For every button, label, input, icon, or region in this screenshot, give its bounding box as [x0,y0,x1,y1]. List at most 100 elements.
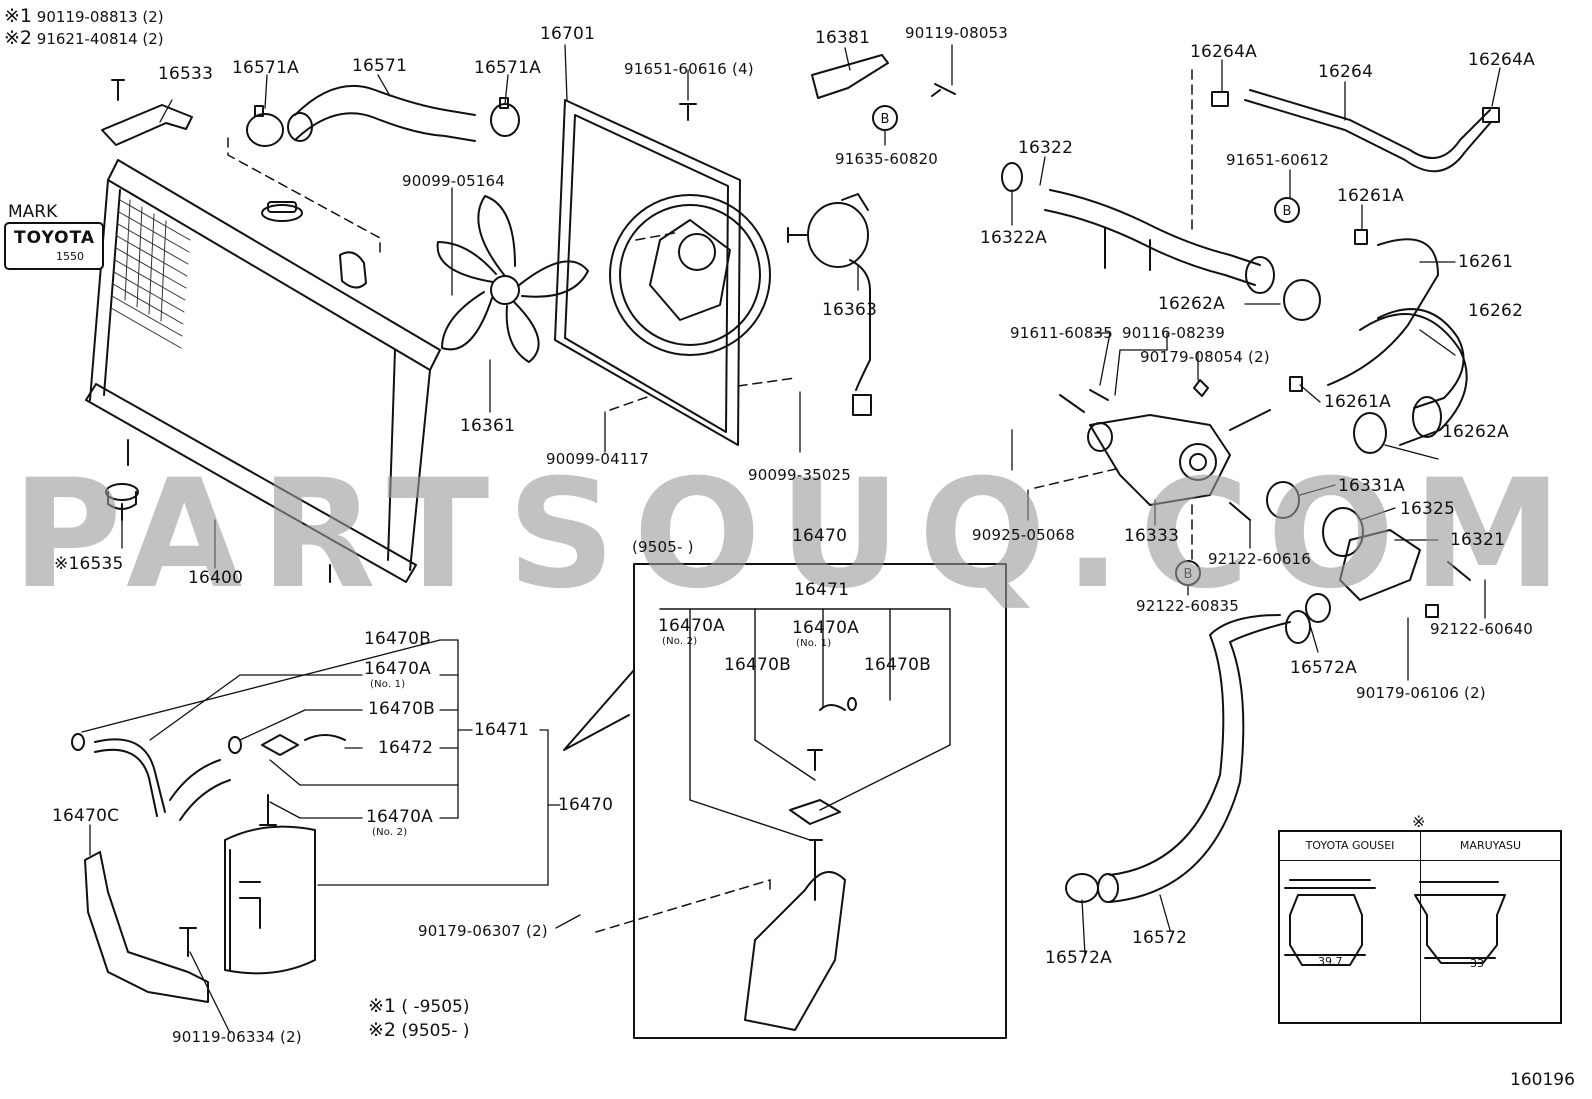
mark-code: 1550 [56,250,84,263]
note-mark: ※1 [4,5,33,27]
part-16470B-1[interactable]: 16470B [364,629,431,649]
part-16535[interactable]: ※16535 [54,554,124,574]
part-92122-60835[interactable]: 92122-60835 [1136,597,1240,615]
part-16470[interactable]: 16470 [558,795,614,815]
part-16572A-top[interactable]: 16572A [1290,658,1357,678]
part-16572A-bottom[interactable]: 16572A [1045,948,1112,968]
part-90116-08239[interactable]: 90116-08239 [1122,324,1226,342]
note-mark: ※1 [368,995,397,1017]
inset-title: 16470 [792,526,848,546]
part-91651-60616[interactable]: 91651-60616 (4) [624,60,754,78]
part-16400[interactable]: 16400 [188,568,244,588]
part-90925-05068[interactable]: 90925-05068 [972,526,1076,544]
legend-divider [1420,860,1421,1022]
part-16471-inset[interactable]: 16471 [794,580,850,600]
part-16471[interactable]: 16471 [474,720,530,740]
legend-col2-header: MARUYASU [1421,832,1560,861]
legend-mark: ※ [1412,812,1426,831]
inset-frame [633,563,1007,1039]
header-note-2: ※2 91621-40814 (2) [4,26,164,51]
note-text: 91621-40814 (2) [36,30,164,48]
header-note-1: ※1 90119-08813 (2) [4,4,164,29]
part-16262A-bottom[interactable]: 16262A [1442,422,1509,442]
part-90099-04117[interactable]: 90099-04117 [546,450,650,468]
part-16470A-2[interactable]: 16470A [366,807,433,827]
radiator-inlet-hose-drawing [1283,229,1468,454]
note-text: ( -9505) [401,997,470,1017]
part-16264A-left[interactable]: 16264A [1190,42,1257,62]
part-16701[interactable]: 16701 [540,24,596,44]
part-16333[interactable]: 16333 [1124,526,1180,546]
leader-lines [81,44,1501,1034]
part-16261A-bottom[interactable]: 16261A [1324,392,1391,412]
radiator-bracket-drawing [101,79,193,146]
part-16262A-top[interactable]: 16262A [1158,294,1225,314]
part-16264A-right[interactable]: 16264A [1468,50,1535,70]
bolt-mark-b1: B [881,112,890,127]
inset-period: (9505- ) [632,538,694,556]
part-16361[interactable]: 16361 [460,416,516,436]
part-16470A-inset-left-sub: (No. 2) [662,636,698,647]
inset-tank-drawing [744,697,857,1031]
part-16470B-2[interactable]: 16470B [368,699,435,719]
part-16261A-top[interactable]: 16261A [1337,186,1404,206]
part-91651-60612[interactable]: 91651-60612 [1226,151,1330,169]
part-16470A-inset-left[interactable]: 16470A [658,616,725,636]
part-90119-06334[interactable]: 90119-06334 (2) [172,1028,302,1046]
bolt-mark-b2: B [1283,204,1292,219]
fan-blade-drawing [436,195,589,363]
part-16470A-inset-right[interactable]: 16470A [792,618,859,638]
part-16331A[interactable]: 16331A [1338,476,1405,496]
water-outlet-housing-drawing [1059,379,1271,506]
note-mark: ※2 [368,1019,397,1041]
part-16571A-right[interactable]: 16571A [474,58,541,78]
part-16381[interactable]: 16381 [815,28,871,48]
part-16470B-inset-left[interactable]: 16470B [724,655,791,675]
part-90099-35025[interactable]: 90099-35025 [748,466,852,484]
radiator-drawing [85,159,441,583]
part-90179-06106[interactable]: 90179-06106 (2) [1356,684,1486,702]
part-16363[interactable]: 16363 [822,300,878,320]
tank-bracket-drawing [84,851,209,1003]
bypass-hose-drawing [1211,89,1500,173]
part-91611-60835[interactable]: 91611-60835 [1010,324,1114,342]
part-90179-06307[interactable]: 90179-06307 (2) [418,922,548,940]
part-16533[interactable]: 16533 [158,64,214,84]
part-90179-08054[interactable]: 90179-08054 (2) [1140,348,1270,366]
part-16322[interactable]: 16322 [1018,138,1074,158]
part-16321[interactable]: 16321 [1450,530,1506,550]
part-16571[interactable]: 16571 [352,56,408,76]
thermostat-drawing [1229,481,1471,618]
diagram-number: 160196 [1510,1070,1575,1090]
part-16264[interactable]: 16264 [1318,62,1374,82]
note-text: 90119-08813 (2) [36,8,164,26]
part-16472[interactable]: 16472 [378,738,434,758]
part-16261[interactable]: 16261 [1458,252,1514,272]
part-16325[interactable]: 16325 [1400,499,1456,519]
part-16322A[interactable]: 16322A [980,228,1047,248]
fan-shroud-drawing [554,99,771,446]
part-92122-60640[interactable]: 92122-60640 [1430,620,1534,638]
part-16470A-2-sub: (No. 2) [372,827,408,838]
part-16262[interactable]: 16262 [1468,301,1524,321]
part-91635-60820[interactable]: 91635-60820 [835,150,939,168]
part-16470B-inset-right[interactable]: 16470B [864,655,931,675]
footer-note-2: ※2 (9505- ) [368,1018,470,1043]
part-90099-05164[interactable]: 90099-05164 [402,172,506,190]
legend-col1-header: TOYOTA GOUSEI [1280,832,1421,861]
legend-dim-1: 39.7 [1318,955,1343,968]
dashed-assembly-lines [227,69,1193,933]
part-92122-60616[interactable]: 92122-60616 [1208,550,1312,568]
part-16571A-left[interactable]: 16571A [232,58,299,78]
part-16470A-inset-right-sub: (No. 1) [796,638,832,649]
mark-box: TOYOTA 1550 [4,222,104,270]
part-90119-08053[interactable]: 90119-08053 [905,24,1009,42]
note-text: (9505- ) [401,1021,470,1041]
part-16470C[interactable]: 16470C [52,806,120,826]
part-16470A-1[interactable]: 16470A [364,659,431,679]
part-16572[interactable]: 16572 [1132,928,1188,948]
upper-hose-drawing [246,84,520,147]
bolt-mark-b3: B [1184,567,1193,582]
fan-motor-drawing [787,193,872,416]
